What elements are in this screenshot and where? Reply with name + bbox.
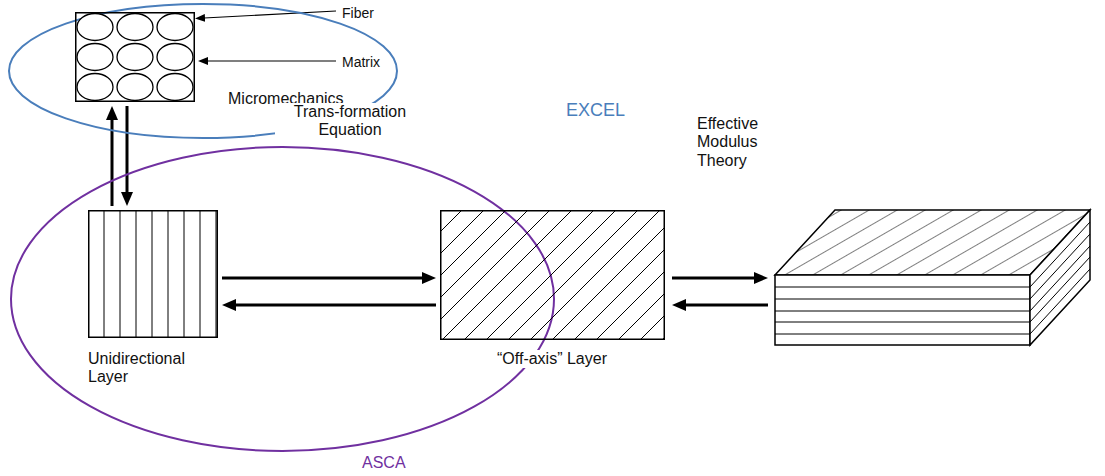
fiber-line xyxy=(574,210,665,340)
fiber-circle xyxy=(77,14,113,41)
unidirectional-layer: Unidirectional Layer xyxy=(88,210,218,338)
text-holder: Matrix xyxy=(342,53,380,71)
fiber-line xyxy=(216,210,217,338)
fiber-circle xyxy=(157,44,193,71)
layer-border xyxy=(441,211,665,340)
fiber-circle xyxy=(117,14,153,41)
ply-lines xyxy=(775,222,1090,334)
layer-border xyxy=(76,13,195,102)
text-holder: Trans-formation Equation xyxy=(275,103,425,140)
process-arrow xyxy=(685,304,768,307)
ply-line xyxy=(775,322,1030,323)
layer-caption: Unidirectional Layer xyxy=(88,350,203,387)
ply-line xyxy=(1030,222,1090,287)
fiber-line xyxy=(530,210,660,340)
layer-outline xyxy=(88,210,218,338)
region-outline xyxy=(10,146,555,452)
fiber-line xyxy=(168,210,169,338)
region-ellipse xyxy=(11,147,554,451)
fiber-line xyxy=(596,210,665,340)
off-axis-layer: “Off-axis” Layer xyxy=(440,210,665,340)
process-label: Effective Modulus Theory xyxy=(697,115,779,170)
fiber-circle xyxy=(77,74,113,101)
fiber-matrix-cell: Micromechanics xyxy=(75,12,195,102)
fiber-line xyxy=(104,210,105,338)
fiber-line xyxy=(152,210,153,338)
ply-line xyxy=(775,299,1030,300)
process-arrow xyxy=(235,304,436,307)
fiber-line xyxy=(618,210,665,340)
region-title: EXCEL xyxy=(566,100,625,121)
fiber-line xyxy=(442,210,572,340)
laminate-front-face xyxy=(775,275,1030,345)
process-arrow xyxy=(126,106,129,193)
fiber-circle xyxy=(157,74,193,101)
fiber-circle xyxy=(117,74,153,101)
fiber-line xyxy=(640,210,665,340)
process-arrow xyxy=(672,277,755,280)
fiber-line xyxy=(552,210,665,340)
fiber-line xyxy=(440,210,550,340)
fiber-line xyxy=(440,210,462,340)
fiber-line xyxy=(136,210,137,338)
tool-region: Unidirectional Layer“Off-axis” LayerASCA xyxy=(10,146,555,452)
fiber-circle xyxy=(117,44,153,71)
part-label: Matrix xyxy=(342,54,380,70)
ply-line xyxy=(1030,269,1090,334)
text-holder: “Off-axis” Layer xyxy=(442,350,662,368)
layer-border xyxy=(89,211,218,338)
fiber-line xyxy=(440,210,506,340)
laminate-side-face xyxy=(1030,210,1090,345)
fiber-circle xyxy=(157,14,193,41)
text-holder: EXCEL xyxy=(566,100,625,121)
fiber-line xyxy=(508,210,638,340)
laminate-block xyxy=(775,210,1090,345)
leader-line xyxy=(207,60,336,61)
text-holder: Fiber xyxy=(342,4,374,22)
text-holder: ASCA xyxy=(362,454,406,472)
fiber-line xyxy=(486,210,616,340)
layer-outline xyxy=(75,12,195,102)
fiber-circle xyxy=(77,44,113,71)
fiber-line xyxy=(464,210,594,340)
region-title: ASCA xyxy=(362,454,406,472)
ply-line xyxy=(775,311,1030,312)
process-arrow xyxy=(111,119,114,206)
layer-caption: “Off-axis” Layer xyxy=(442,350,662,368)
fiber-line xyxy=(200,210,201,338)
layer-outline xyxy=(440,210,665,340)
fiber-line xyxy=(120,210,121,338)
text-holder: Effective Modulus Theory xyxy=(697,115,779,170)
edge-label: Trans-formation Equation xyxy=(275,103,425,140)
fiber-line xyxy=(184,210,185,338)
process-arrow xyxy=(222,277,423,280)
ply-line xyxy=(775,287,1030,288)
part-label: Fiber xyxy=(342,5,374,21)
ply-line xyxy=(1030,257,1090,322)
text-holder: Unidirectional Layer xyxy=(88,350,203,387)
ply-line xyxy=(775,334,1030,335)
